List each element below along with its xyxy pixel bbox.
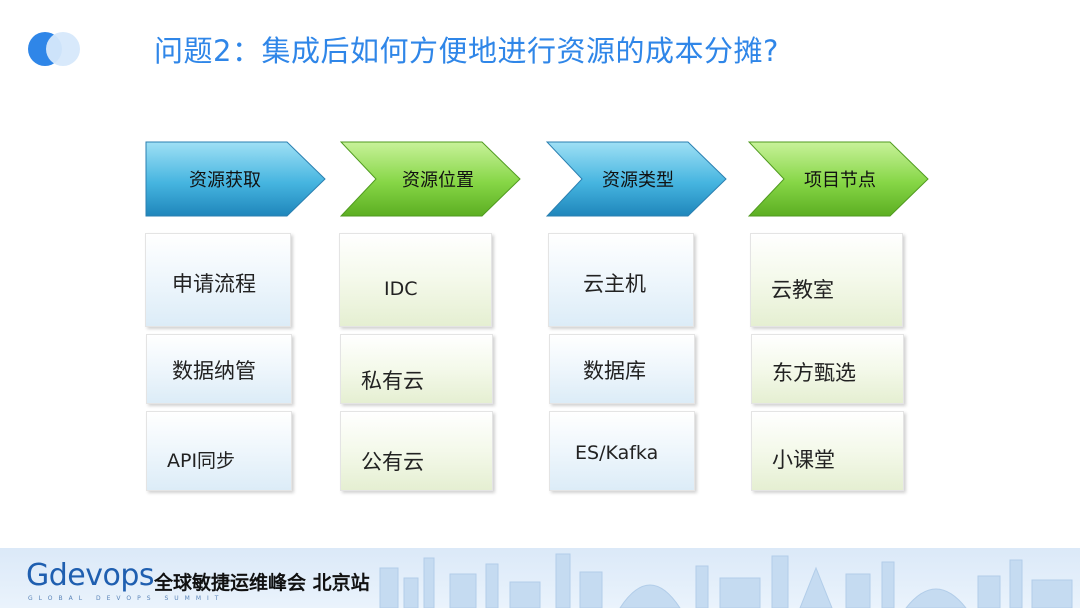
- event-name: 全球敏捷运维峰会 北京站: [154, 572, 370, 594]
- logo-circle-light: [46, 32, 80, 66]
- card-private-cloud: 私有云: [340, 334, 493, 404]
- card-public-cloud: 公有云: [340, 411, 493, 491]
- card-api-sync: API同步: [146, 411, 292, 491]
- chevron-label: 资源类型: [602, 170, 674, 191]
- city-skyline-icon: [379, 553, 1073, 608]
- card-cloud-host: 云主机: [548, 233, 694, 327]
- card-data-management: 数据纳管: [146, 334, 292, 404]
- chevron-label: 资源位置: [402, 170, 474, 191]
- chevron-resource-type: 资源类型: [546, 141, 727, 217]
- card-database: 数据库: [549, 334, 695, 404]
- logo-circles-icon: [28, 32, 84, 68]
- card-apply-process: 申请流程: [145, 233, 291, 327]
- chevron-label: 项目节点: [804, 170, 876, 191]
- chevron-resource-location: 资源位置: [340, 141, 521, 217]
- chevron-resource-acquisition: 资源获取: [145, 141, 326, 217]
- card-dongfang-zhenxuan: 东方甄选: [751, 334, 904, 404]
- gdevops-logo: Gdevops: [26, 558, 155, 593]
- logo-tagline: GLOBAL DEVOPS SUMMIT: [28, 595, 225, 602]
- card-small-classroom: 小课堂: [751, 411, 904, 491]
- card-idc: IDC: [339, 233, 492, 327]
- chevron-label: 资源获取: [189, 170, 261, 191]
- slide-title: 问题2：集成后如何方便地进行资源的成本分摊?: [154, 34, 779, 68]
- footer-banner: Gdevops 全球敏捷运维峰会 北京站 GLOBAL DEVOPS SUMMI…: [0, 548, 1080, 608]
- chevron-project-node: 项目节点: [748, 141, 929, 217]
- card-cloud-classroom: 云教室: [750, 233, 903, 327]
- card-es-kafka: ES/Kafka: [549, 411, 695, 491]
